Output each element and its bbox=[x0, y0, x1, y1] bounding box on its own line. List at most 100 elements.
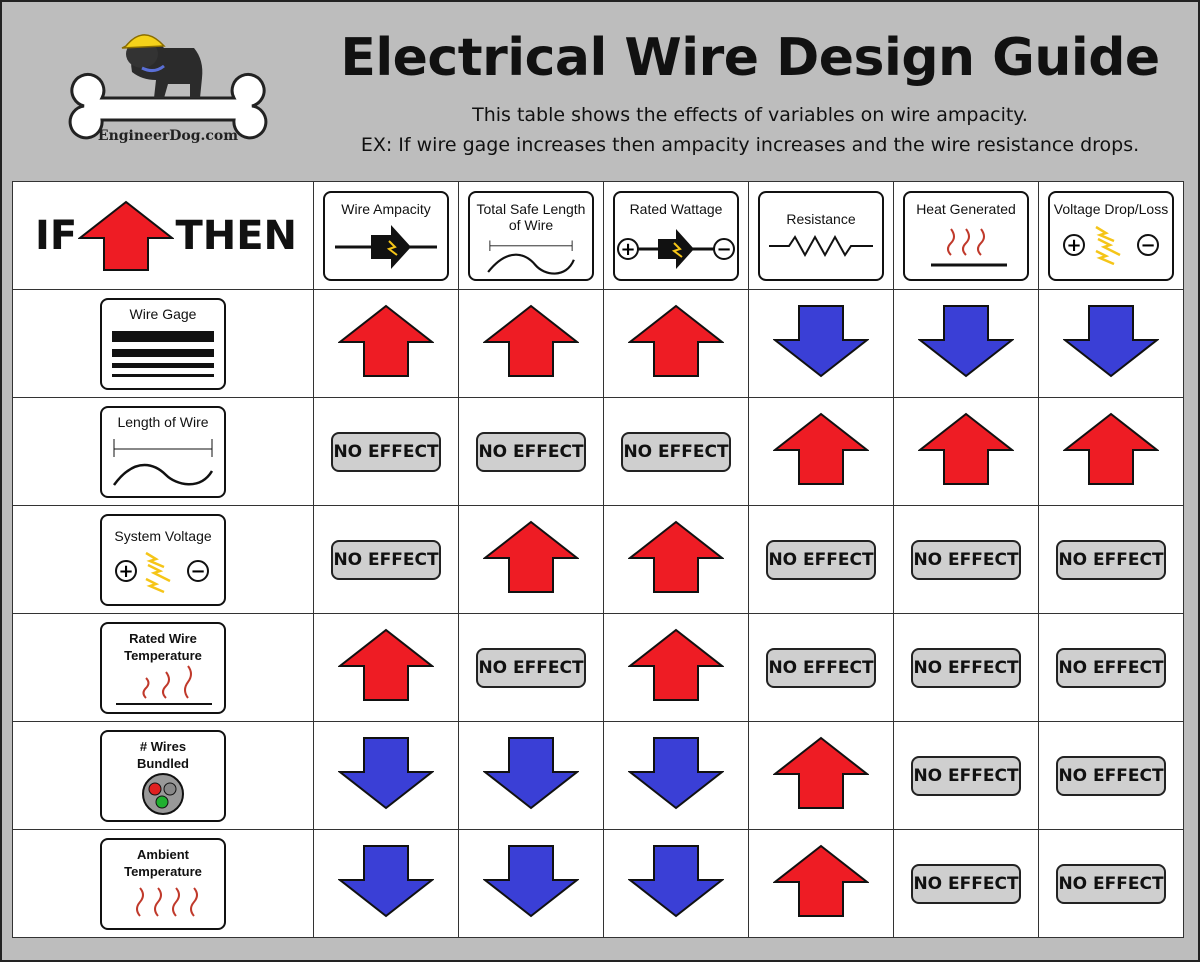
no-effect-badge: NO EFFECT bbox=[1056, 539, 1166, 580]
down-arrow-icon bbox=[627, 737, 725, 810]
effect-cell: NO EFFECT bbox=[1038, 721, 1184, 830]
effect-cell bbox=[458, 505, 604, 614]
effect-cell bbox=[893, 397, 1039, 506]
then-label: THEN bbox=[175, 212, 297, 259]
row-label: Length of Wire bbox=[117, 413, 209, 430]
col-header-heat-generated: Heat Generated bbox=[893, 181, 1039, 290]
rated-wattage-icon: + − bbox=[617, 228, 735, 269]
table-row: Ambient Temperature NO EFFECT NO EFFECT bbox=[12, 829, 1184, 938]
up-arrow-icon bbox=[337, 628, 435, 701]
up-arrow-icon bbox=[917, 412, 1015, 485]
wire-gage-icon bbox=[112, 330, 214, 377]
no-effect-badge: NO EFFECT bbox=[911, 863, 1021, 904]
row-header-rated-wire-temperature: Rated Wire Temperature bbox=[12, 613, 314, 722]
row-header-wires-bundled: # Wires Bundled bbox=[12, 721, 314, 830]
effect-cell bbox=[1038, 397, 1184, 506]
up-arrow-icon bbox=[337, 304, 435, 377]
effect-cell: NO EFFECT bbox=[893, 613, 1039, 722]
header-row: IF THEN Wire Ampacity Total Safe Length … bbox=[12, 181, 1184, 290]
resistor-icon bbox=[769, 234, 873, 257]
row-header-length-of-wire: Length of Wire bbox=[12, 397, 314, 506]
no-effect-badge: NO EFFECT bbox=[476, 647, 586, 688]
no-effect-badge: NO EFFECT bbox=[911, 539, 1021, 580]
effect-cell: NO EFFECT bbox=[1038, 829, 1184, 938]
row-label: Ambient Temperature bbox=[124, 846, 202, 879]
table-row: Wire Gage bbox=[12, 289, 1184, 398]
wire-length-icon bbox=[112, 438, 214, 486]
no-effect-badge: NO EFFECT bbox=[476, 431, 586, 472]
row-label: System Voltage bbox=[114, 527, 212, 544]
no-effect-badge: NO EFFECT bbox=[911, 755, 1021, 796]
effect-cell bbox=[893, 289, 1039, 398]
down-arrow-icon bbox=[482, 845, 580, 918]
down-arrow-icon bbox=[337, 737, 435, 810]
svg-text:−: − bbox=[716, 239, 731, 260]
col-label: Rated Wattage bbox=[629, 200, 723, 217]
col-header-voltage-drop: Voltage Drop/Loss + − bbox=[1038, 181, 1184, 290]
row-header-wire-gage: Wire Gage bbox=[12, 289, 314, 398]
no-effect-badge: NO EFFECT bbox=[1056, 863, 1166, 904]
effect-cell bbox=[313, 721, 459, 830]
up-arrow-icon bbox=[482, 304, 580, 377]
down-arrow-icon bbox=[337, 845, 435, 918]
row-label: # Wires Bundled bbox=[137, 738, 189, 771]
svg-text:−: − bbox=[190, 561, 205, 582]
row-label: Wire Gage bbox=[129, 305, 197, 322]
up-arrow-icon bbox=[482, 520, 580, 593]
no-effect-badge: NO EFFECT bbox=[331, 539, 441, 580]
row-header-ambient-temperature: Ambient Temperature bbox=[12, 829, 314, 938]
effect-cell bbox=[458, 721, 604, 830]
col-header-resistance: Resistance bbox=[748, 181, 894, 290]
effect-cell bbox=[458, 829, 604, 938]
effect-cell: NO EFFECT bbox=[893, 721, 1039, 830]
heat-icon bbox=[931, 227, 1007, 266]
effect-cell: NO EFFECT bbox=[748, 505, 894, 614]
svg-text:+: + bbox=[118, 561, 133, 582]
up-arrow-icon bbox=[772, 736, 870, 809]
wire-length-icon bbox=[487, 240, 575, 275]
effect-cell: NO EFFECT bbox=[313, 397, 459, 506]
no-effect-badge: NO EFFECT bbox=[911, 647, 1021, 688]
wire-bundle-icon bbox=[142, 772, 184, 815]
effect-cell bbox=[748, 721, 894, 830]
table-row: Length of Wire NO EFFECT NO EFFECT NO EF… bbox=[12, 397, 1184, 506]
col-header-rated-wattage: Rated Wattage + − bbox=[603, 181, 749, 290]
effect-cell bbox=[313, 829, 459, 938]
effect-cell bbox=[603, 721, 749, 830]
effect-cell: NO EFFECT bbox=[458, 397, 604, 506]
down-arrow-icon bbox=[627, 845, 725, 918]
svg-text:+: + bbox=[1066, 235, 1081, 256]
down-arrow-icon bbox=[917, 305, 1015, 378]
system-voltage-icon: + − bbox=[115, 551, 209, 593]
no-effect-badge: NO EFFECT bbox=[621, 431, 731, 472]
no-effect-badge: NO EFFECT bbox=[1056, 755, 1166, 796]
engineerdog-logo: EngineerDog.com bbox=[62, 14, 274, 176]
row-label: Rated Wire Temperature bbox=[124, 630, 202, 663]
up-arrow-icon bbox=[627, 304, 725, 377]
no-effect-badge: NO EFFECT bbox=[766, 647, 876, 688]
up-arrow-icon bbox=[772, 844, 870, 917]
effect-cell bbox=[748, 289, 894, 398]
effect-cell: NO EFFECT bbox=[893, 829, 1039, 938]
effect-cell: NO EFFECT bbox=[1038, 505, 1184, 614]
table-row: # Wires Bundled NO EFFECT NO EFFECT bbox=[12, 721, 1184, 830]
wire-ampacity-icon bbox=[335, 224, 437, 269]
effect-cell bbox=[603, 829, 749, 938]
effects-table: IF THEN Wire Ampacity Total Safe Length … bbox=[12, 181, 1184, 938]
row-header-system-voltage: System Voltage + − bbox=[12, 505, 314, 614]
no-effect-badge: NO EFFECT bbox=[1056, 647, 1166, 688]
voltage-drop-icon: + − bbox=[1063, 225, 1159, 265]
effect-cell: NO EFFECT bbox=[1038, 613, 1184, 722]
svg-text:+: + bbox=[620, 239, 635, 260]
up-arrow-icon bbox=[78, 200, 175, 271]
heat-icon bbox=[116, 664, 212, 705]
page-title: Electrical Wire Design Guide bbox=[340, 28, 1160, 88]
effect-cell bbox=[313, 289, 459, 398]
col-label: Resistance bbox=[786, 210, 856, 227]
col-header-wire-ampacity: Wire Ampacity bbox=[313, 181, 459, 290]
table-row: System Voltage + − NO EFFECT NO EFFECT N… bbox=[12, 505, 1184, 614]
effect-cell: NO EFFECT bbox=[748, 613, 894, 722]
effect-cell: NO EFFECT bbox=[603, 397, 749, 506]
up-arrow-icon bbox=[1062, 412, 1160, 485]
effect-cell: NO EFFECT bbox=[458, 613, 604, 722]
